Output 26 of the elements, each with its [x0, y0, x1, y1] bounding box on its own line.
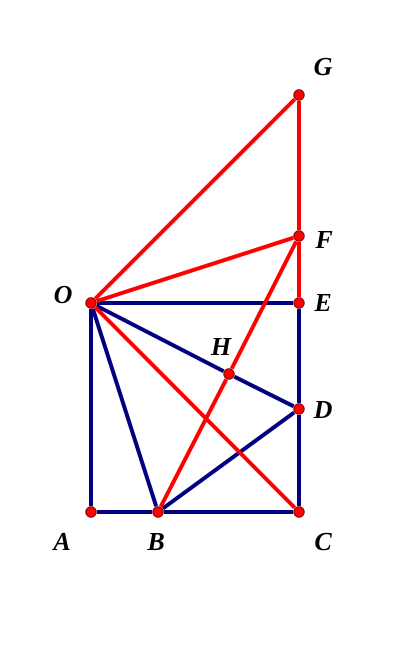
line-segment [162, 410, 296, 510]
point-label: O [54, 282, 72, 308]
line-segment [89, 309, 93, 506]
point-label: A [53, 529, 71, 555]
line-segment [158, 378, 228, 508]
point-label: D [314, 397, 332, 423]
line-segment [230, 240, 298, 370]
line-segment [95, 304, 225, 374]
line-segment [297, 415, 301, 506]
line-segment [164, 510, 293, 514]
line-segment [97, 510, 152, 514]
line-segment [297, 101, 301, 230]
line-segment [94, 98, 296, 300]
point-label: G [314, 54, 332, 80]
point-label: E [314, 290, 332, 316]
line-segment [97, 301, 293, 305]
line-segment [96, 236, 294, 304]
point-label: B [147, 529, 165, 555]
point-label: F [315, 227, 333, 253]
line-segment [297, 242, 301, 297]
point-label: C [314, 529, 332, 555]
line-segment [233, 374, 295, 408]
line-segment [94, 306, 296, 510]
line-segment [297, 309, 301, 403]
point-label: H [210, 334, 232, 360]
line-segment [90, 308, 158, 507]
